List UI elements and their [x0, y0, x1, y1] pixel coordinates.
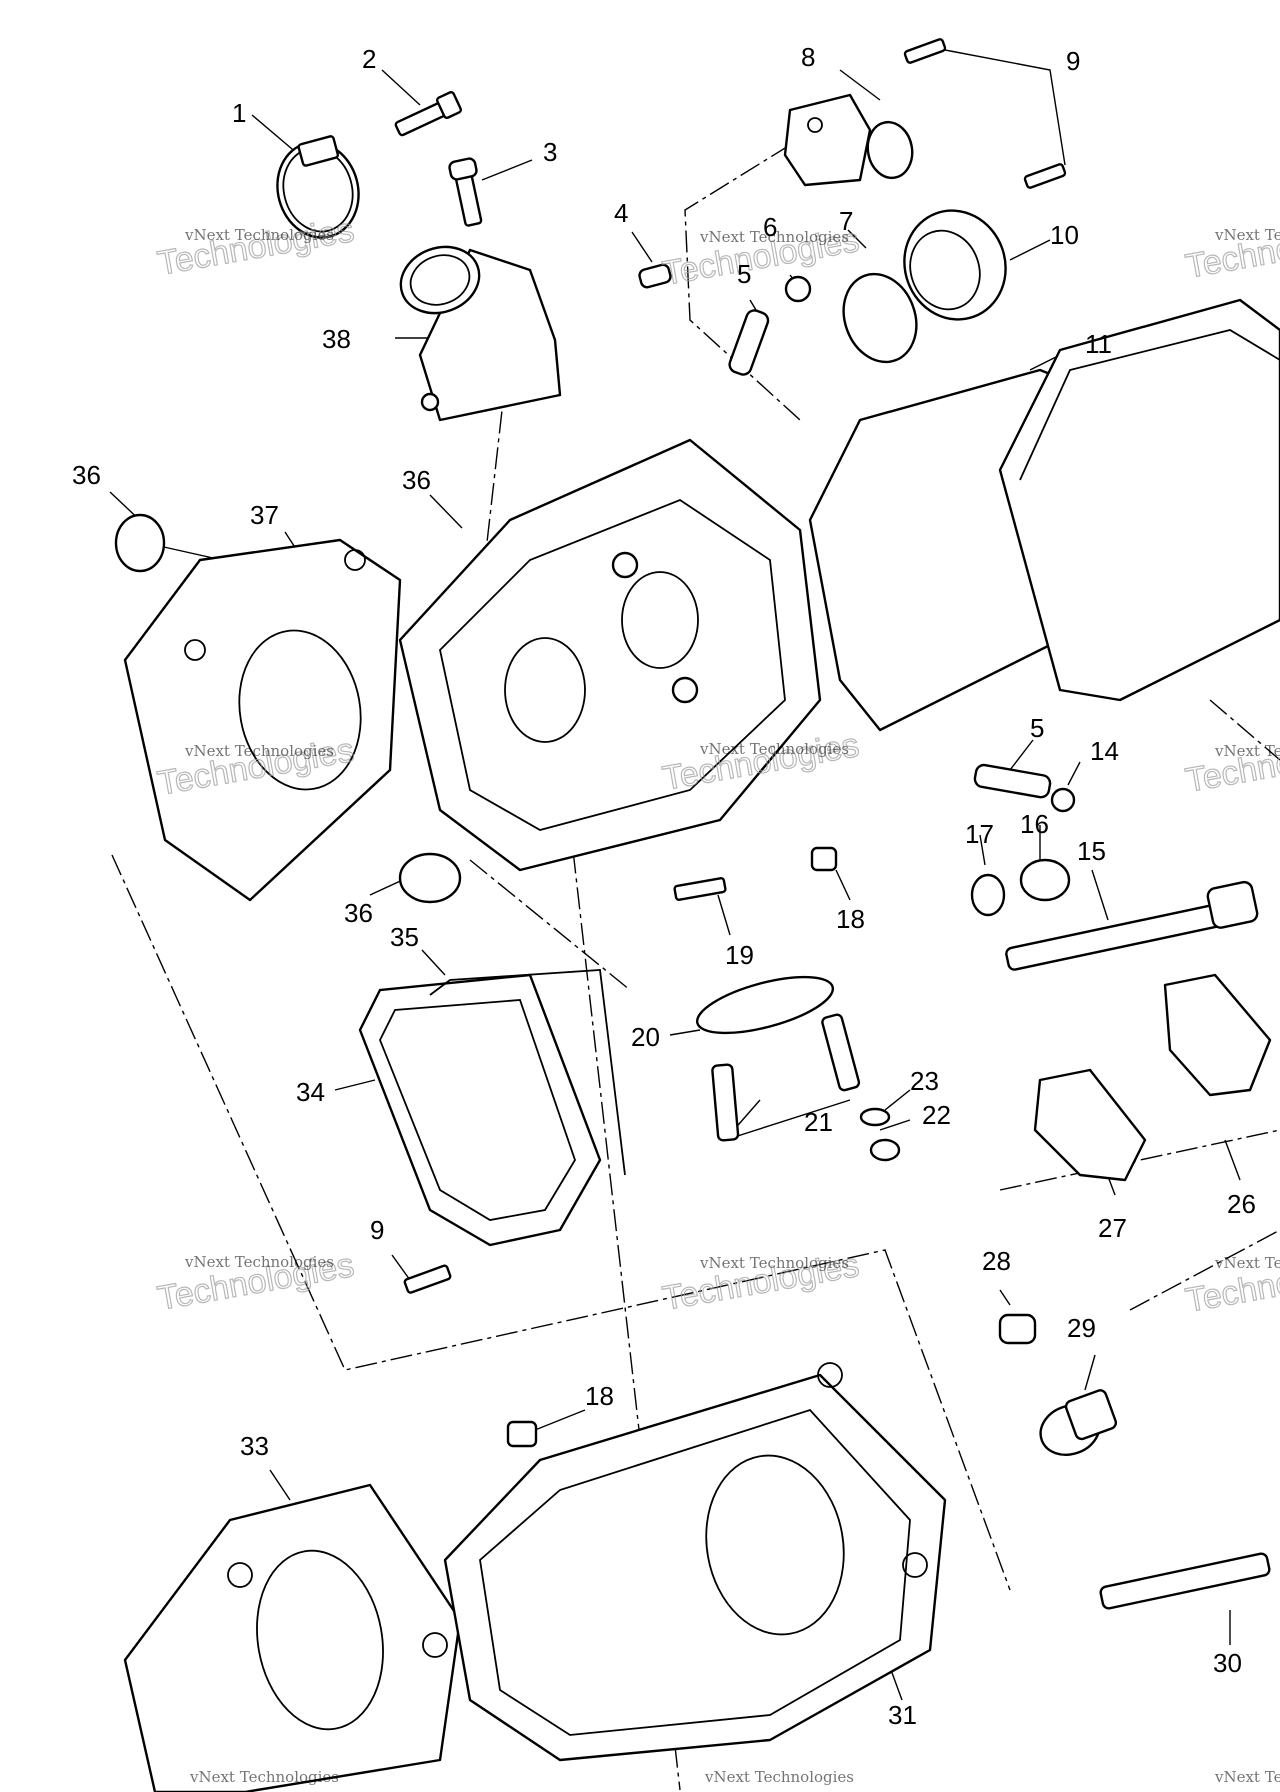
part-clamp [276, 135, 360, 239]
callout-10: 10 [1050, 220, 1079, 250]
part-thermostat-housing [783, 93, 914, 187]
callout-16: 16 [1020, 809, 1049, 839]
callout-21: 21 [804, 1107, 833, 1137]
callout-31: 31 [888, 1700, 917, 1730]
part-fitting-29 [1039, 1389, 1118, 1456]
callout-6: 6 [763, 212, 777, 242]
part-dowel-18b [506, 1420, 538, 1448]
callout-11: 11 [1085, 329, 1112, 359]
part-housing-10 [903, 209, 1007, 321]
watermark-big: Technologies [155, 211, 357, 283]
callout-9-bottom: 9 [370, 1215, 384, 1245]
callout-9-top: 9 [1066, 46, 1080, 76]
callout-26: 26 [1227, 1189, 1256, 1219]
part-nut-22 [869, 1138, 901, 1162]
part-dowel-28 [998, 1313, 1037, 1345]
part-base-gasket-33 [123, 1483, 462, 1792]
part-studs-21 [711, 1013, 861, 1142]
callout-30: 30 [1213, 1648, 1242, 1678]
watermark-big: Technologies [1183, 214, 1280, 286]
watermark-text: vNext Technologies [1214, 1254, 1280, 1272]
callout-14: 14 [1090, 736, 1119, 766]
part-screw-2 [394, 91, 463, 137]
callout-23: 23 [910, 1066, 939, 1096]
callout-2: 2 [362, 44, 376, 74]
callout-17: 17 [965, 819, 994, 849]
part-intake-boot [399, 245, 562, 422]
part-bracket-27 [1033, 1068, 1147, 1182]
part-plug-6 [784, 275, 812, 303]
callout-28: 28 [982, 1246, 1011, 1276]
callout-4: 4 [614, 198, 628, 228]
part-bracket-26 [1163, 973, 1272, 1097]
callout-38: 38 [322, 324, 351, 354]
callout-27: 27 [1098, 1213, 1127, 1243]
part-head-gasket-37 [123, 538, 402, 902]
part-valve-cover [808, 298, 1280, 732]
part-gasket-20 [695, 975, 835, 1035]
part-screw-9-bottom [403, 1264, 452, 1294]
part-bolt-15 [1005, 880, 1259, 971]
part-seal-36a [114, 513, 166, 573]
callout-7: 7 [839, 206, 853, 236]
watermark-text: vNext Technologies [184, 226, 334, 244]
callout-34: 34 [296, 1077, 325, 1107]
watermark-text: vNext Technologies [189, 1768, 339, 1786]
part-plug-16 [1019, 858, 1071, 902]
callout-29: 29 [1067, 1313, 1096, 1343]
callout-33: 33 [240, 1431, 269, 1461]
callout-36-lower: 36 [344, 898, 373, 928]
callout-18-mid: 18 [836, 904, 865, 934]
callout-22: 22 [922, 1100, 951, 1130]
watermark-text: vNext Technologies [699, 228, 849, 246]
watermark-text: vNext Technologies [1214, 226, 1280, 244]
callout-19: 19 [725, 940, 754, 970]
part-dowel-4 [638, 263, 672, 289]
callout-1: 1 [232, 98, 246, 128]
watermark-text: vNext Technologies [184, 1253, 334, 1271]
callout-18-lower: 18 [585, 1381, 614, 1411]
part-cylinder-31 [443, 1362, 947, 1762]
part-screw-3 [448, 157, 483, 227]
watermark-text: vNext Technologies [699, 740, 849, 758]
callout-35: 35 [390, 922, 419, 952]
callout-5-top: 5 [737, 259, 751, 289]
part-cover-34 [358, 969, 626, 1247]
watermark-text: vNext Technologies [1214, 742, 1280, 760]
part-o-ring [842, 272, 918, 364]
callout-5-bottom: 5 [1030, 713, 1044, 743]
callout-20: 20 [631, 1022, 660, 1052]
watermark-text: vNext Technologies [1214, 1768, 1280, 1786]
part-bolt-30 [1099, 1552, 1271, 1610]
part-dowel-18a [810, 846, 838, 872]
callout-36-left: 36 [72, 460, 101, 490]
part-valve-guide-bottom [973, 763, 1052, 799]
part-screw-9-top [903, 38, 1067, 189]
part-washer-17 [970, 873, 1006, 917]
part-seal-36c [398, 852, 462, 904]
part-valve-guide-top [728, 309, 770, 376]
watermark-text: vNext Technologies [184, 742, 334, 760]
watermark-text: vNext Technologies [699, 1254, 849, 1272]
part-washer-23 [859, 1107, 891, 1127]
callout-8: 8 [801, 42, 815, 72]
part-cylinder-head [398, 438, 822, 872]
callout-37: 37 [250, 500, 279, 530]
part-nut-14 [1050, 787, 1076, 813]
callout-36-center: 36 [402, 465, 431, 495]
watermark-big: Technologies [1183, 728, 1280, 800]
part-screw-19 [673, 877, 727, 901]
callout-15: 15 [1077, 836, 1106, 866]
callout-numbers: 2 1 3 4 5 6 7 8 9 10 11 36 36 37 38 5 14… [72, 42, 1256, 1730]
callout-3: 3 [543, 137, 557, 167]
watermark-text: vNext Technologies [704, 1768, 854, 1786]
